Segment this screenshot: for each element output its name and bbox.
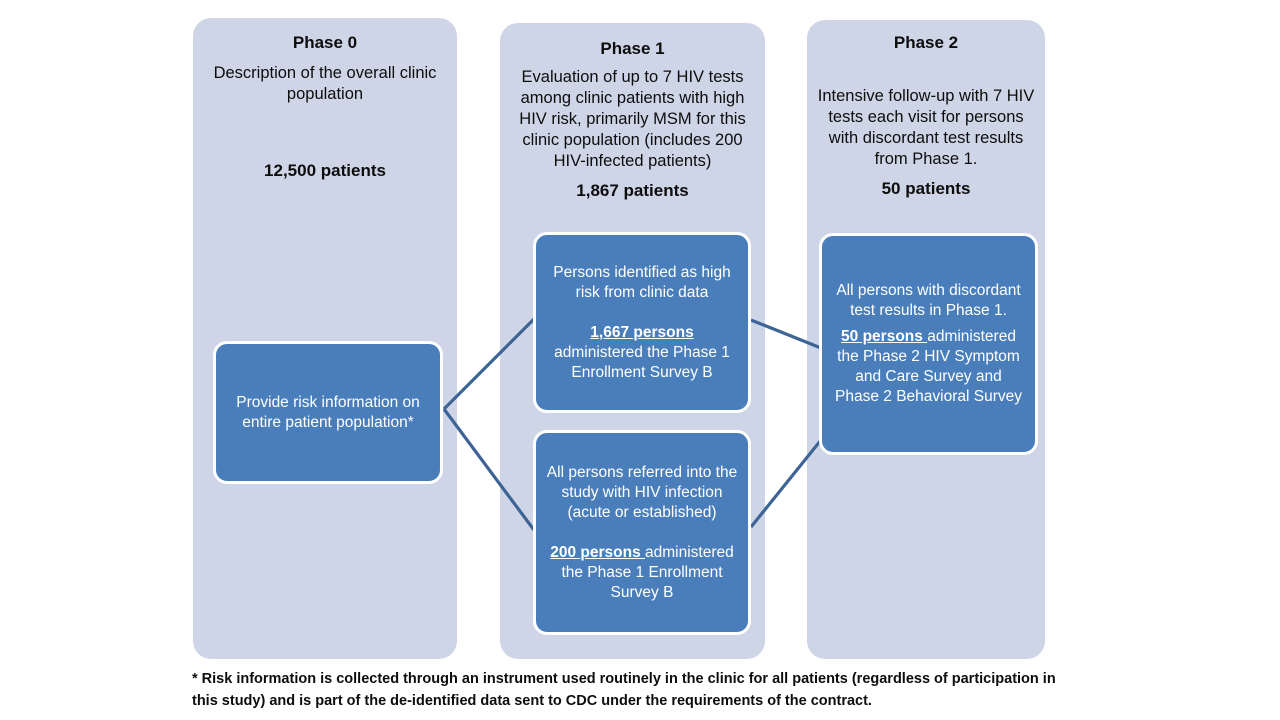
phase-2-description: Intensive follow-up with 7 HIV tests eac… <box>817 87 1035 168</box>
process-box-phase1-top[interactable]: Persons identified as high risk from cli… <box>533 232 751 413</box>
phase-0-count: 12,500 patients <box>264 161 386 180</box>
process-box-phase2[interactable]: All persons with discordant test results… <box>819 233 1038 455</box>
process-box-phase2-rest: administered the Phase 2 HIV Symptom and… <box>835 328 1022 405</box>
process-box-phase1-top-line3: Enrollment Survey B <box>571 363 713 381</box>
process-box-phase0[interactable]: Provide risk information on entire patie… <box>213 341 443 484</box>
process-box-phase1-top-line1: Persons identified as high risk from cli… <box>553 263 731 301</box>
footnote-text: * Risk information is collected through … <box>192 671 1056 709</box>
process-box-phase1-bottom-emphasis: 200 persons <box>550 543 646 561</box>
phase-column-0: Phase 0 Description of the overall clini… <box>193 18 457 659</box>
process-box-phase0-text: Provide risk information on entire patie… <box>236 393 420 431</box>
process-box-phase2-line1: All persons with discordant test results… <box>836 282 1021 319</box>
process-box-phase1-bottom-line2: 200 persons administered the Phase 1 Enr… <box>536 543 748 603</box>
process-box-phase1-bottom[interactable]: All persons referred into the study with… <box>533 430 751 635</box>
phase-2-title: Phase 2 <box>893 33 959 52</box>
process-box-phase1-bottom-rest: administered the Phase 1 Enrollment Surv… <box>561 543 734 601</box>
process-box-phase1-bottom-line1: All persons referred into the study with… <box>546 463 738 521</box>
process-box-phase2-line2: 50 persons administered the Phase 2 HIV … <box>822 327 1035 407</box>
process-box-phase1-top-line2: administered the Phase 1 <box>554 343 730 361</box>
phase-0-title: Phase 0 <box>292 33 358 52</box>
phase-2-count: 50 patients <box>881 179 971 198</box>
process-box-phase1-top-emphasis: 1,667 persons <box>590 323 694 341</box>
phase-1-description: Evaluation of up to 7 HIV tests among cl… <box>519 68 746 170</box>
phase-0-description: Description of the overall clinic popula… <box>213 64 437 103</box>
phase-1-title: Phase 1 <box>600 39 665 58</box>
phase-1-count: 1,867 patients <box>576 181 689 200</box>
process-box-phase2-emphasis: 50 persons <box>841 328 928 345</box>
